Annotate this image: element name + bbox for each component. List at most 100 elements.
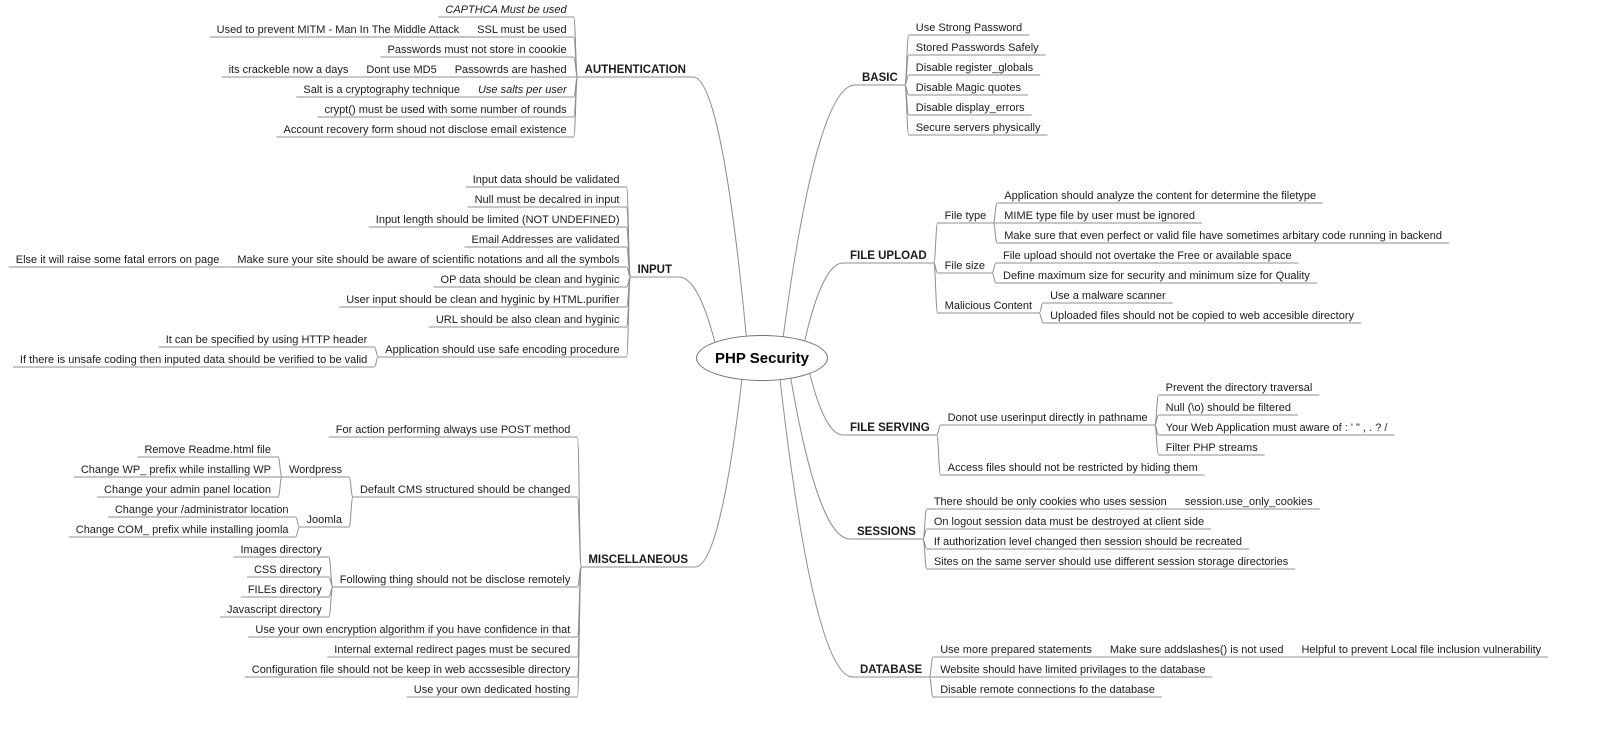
node-label[interactable]: Use your own dedicated hosting [413, 684, 571, 696]
children-column: Make sure addslashes() is not used Helpfu… [1106, 640, 1545, 660]
node-label[interactable]: Make sure your site should be aware of s… [237, 254, 620, 266]
node-label[interactable]: Javascript directory [227, 604, 322, 616]
branch-miscellaneous: For action performing always use POST me… [72, 420, 692, 700]
mindmap-subtree: Email Addresses are validated [468, 230, 624, 250]
node-label[interactable]: Configuration file should not be keep in… [251, 664, 571, 676]
node-label[interactable]: There should be only cookies who uses se… [933, 496, 1167, 508]
root-node[interactable]: PHP Security [696, 335, 828, 381]
branch-label[interactable]: BASIC [862, 72, 898, 84]
node-label[interactable]: Change WP_ prefix while installing WP [80, 464, 271, 476]
node-label[interactable]: Disable display_errors [915, 102, 1025, 114]
node-label[interactable]: Secure servers physically [915, 122, 1041, 134]
node-label[interactable]: Wordpress [289, 464, 342, 476]
node-label[interactable]: Use Strong Password [915, 22, 1023, 34]
node-label[interactable]: Application should analyze the content f… [1004, 190, 1317, 202]
node-label[interactable]: Change COM_ prefix while installing joom… [75, 524, 289, 536]
mindmap-subtree: Use more prepared statements Make sure ad… [936, 640, 1545, 660]
node-label[interactable]: Disable Magic quotes [915, 82, 1021, 94]
node-label[interactable]: Make sure addslashes() is not used [1109, 644, 1284, 656]
node-label[interactable]: Access files should not be restricted by… [947, 462, 1198, 474]
node-label[interactable]: User input should be clean and hyginic b… [346, 294, 620, 306]
mindmap-subtree: CAPTHCA Must be used [441, 0, 570, 20]
node-label[interactable]: Null (\o) should be filtered [1165, 402, 1291, 414]
node-label[interactable]: Use salts per user [477, 84, 567, 96]
node-label[interactable]: Change your /administrator location [114, 504, 289, 516]
node-label[interactable]: If authorization level changed then sess… [933, 536, 1243, 548]
node-label[interactable]: Salt is a cryptography technique [303, 84, 460, 96]
node-label[interactable]: Input length should be limited (NOT UNDE… [375, 214, 620, 226]
node-label[interactable]: Email Addresses are validated [471, 234, 620, 246]
node-label[interactable]: CAPTHCA Must be used [445, 4, 567, 16]
node-label[interactable]: CSS directory [253, 564, 322, 576]
node-label[interactable]: session.use_only_cookies [1184, 496, 1313, 508]
node-label[interactable]: Define maximum size for security and min… [1003, 270, 1310, 282]
branch-label[interactable]: FILE UPLOAD [850, 250, 927, 262]
node-label[interactable]: File type [944, 210, 987, 222]
node-label[interactable]: Used to prevent MITM - Man In The Middle… [216, 24, 460, 36]
node-label[interactable]: Remove Readme.html file [144, 444, 271, 456]
node-label[interactable]: Your Web Application must aware of : ' "… [1165, 422, 1388, 434]
branch-label[interactable]: DATABASE [860, 664, 923, 676]
node-label[interactable]: For action performing always use POST me… [335, 424, 571, 436]
node-label[interactable]: Null must be decalred in input [474, 194, 620, 206]
branch-label[interactable]: AUTHENTICATION [584, 64, 686, 76]
node-label[interactable]: Make sure that even perfect or valid fil… [1004, 230, 1443, 242]
mindmap-subtree: Website should have limited privilages t… [936, 660, 1209, 680]
node-label[interactable]: Passowrds are hashed [454, 64, 567, 76]
node-label[interactable]: Stored Passwords Safely [915, 42, 1039, 54]
branch-label[interactable]: FILE SERVING [850, 422, 930, 434]
node-label[interactable]: File size [944, 260, 986, 272]
node-label[interactable]: Use more prepared statements [940, 644, 1092, 656]
mindmap-subtree: Javascript directory [223, 600, 326, 620]
node-label[interactable]: Disable register_globals [915, 62, 1034, 74]
node-label[interactable]: Malicious Content [944, 300, 1033, 312]
node-label[interactable]: Donot use userinput directly in pathname [947, 412, 1148, 424]
children-column: its crackeble now a days [225, 60, 353, 80]
node-label[interactable]: Account recovery form shoud not disclose… [283, 124, 567, 136]
node-label[interactable]: It can be specified by using HTTP header [165, 334, 368, 346]
node-label[interactable]: Else it will raise some fatal errors on … [15, 254, 220, 266]
node-label[interactable]: Application should use safe encoding pro… [385, 344, 620, 356]
node-label[interactable]: Images directory [240, 544, 322, 556]
node-label[interactable]: its crackeble now a days [228, 64, 349, 76]
node-label[interactable]: Dont use MD5 [366, 64, 437, 76]
children-column: Else it will raise some fatal errors on … [12, 250, 224, 270]
node-label[interactable]: URL should be also clean and hyginic [435, 314, 620, 326]
mindmap-subtree: Donot use userinput directly in pathname… [944, 378, 1392, 458]
mindmap-subtree: Use Strong Password [912, 18, 1026, 38]
node-label[interactable]: On logout session data must be destroyed… [933, 516, 1205, 528]
mindmap-subtree: Change your admin panel location [100, 480, 275, 500]
node-label[interactable]: Following thing should not be disclose r… [339, 574, 571, 586]
node-label[interactable]: Default CMS structured should be changed [359, 484, 571, 496]
node-label[interactable]: Website should have limited privilages t… [940, 664, 1206, 676]
mindmap-subtree: User input should be clean and hyginic b… [342, 290, 623, 310]
node-label[interactable]: Use a malware scanner [1050, 290, 1166, 302]
node-label[interactable]: crypt() must be used with some number of… [324, 104, 567, 116]
node-label[interactable]: Internal external redirect pages must be… [334, 644, 571, 656]
node-label[interactable]: Passwords must not store in coookie [387, 44, 567, 56]
branch-label[interactable]: INPUT [637, 264, 673, 276]
node-label[interactable]: Change your admin panel location [104, 484, 271, 496]
node-label[interactable]: Helpful to prevent Local file inclusion … [1301, 644, 1542, 656]
node-label[interactable]: OP data should be clean and hyginic [440, 274, 620, 286]
node-label[interactable]: Joomla [306, 514, 342, 526]
branch-label[interactable]: MISCELLANEOUS [588, 554, 688, 566]
node-label[interactable]: Use your own encryption algorithm if you… [255, 624, 571, 636]
node-label[interactable]: Filter PHP streams [1165, 442, 1258, 454]
node-label[interactable]: If there is unsafe coding then inputed d… [19, 354, 368, 366]
node-label[interactable]: SSL must be used [477, 24, 567, 36]
mindmap-subtree: Configuration file should not be keep in… [248, 660, 575, 680]
mindmap-subtree: It can be specified by using HTTP header [162, 330, 372, 350]
node-label[interactable]: Prevent the directory traversal [1165, 382, 1313, 394]
node-label[interactable]: Uploaded files should not be copied to w… [1050, 310, 1355, 322]
branch-label[interactable]: SESSIONS [857, 526, 916, 538]
node-label[interactable]: File upload should not overtake the Free… [1003, 250, 1292, 262]
node-label[interactable]: FILEs directory [247, 584, 322, 596]
node-label[interactable]: Input data should be validated [472, 174, 620, 186]
node-label[interactable]: MIME type file by user must be ignored [1004, 210, 1195, 222]
node-label[interactable]: Disable remote connections fo the databa… [940, 684, 1155, 696]
node-label[interactable]: Sites on the same server should use diff… [933, 556, 1289, 568]
